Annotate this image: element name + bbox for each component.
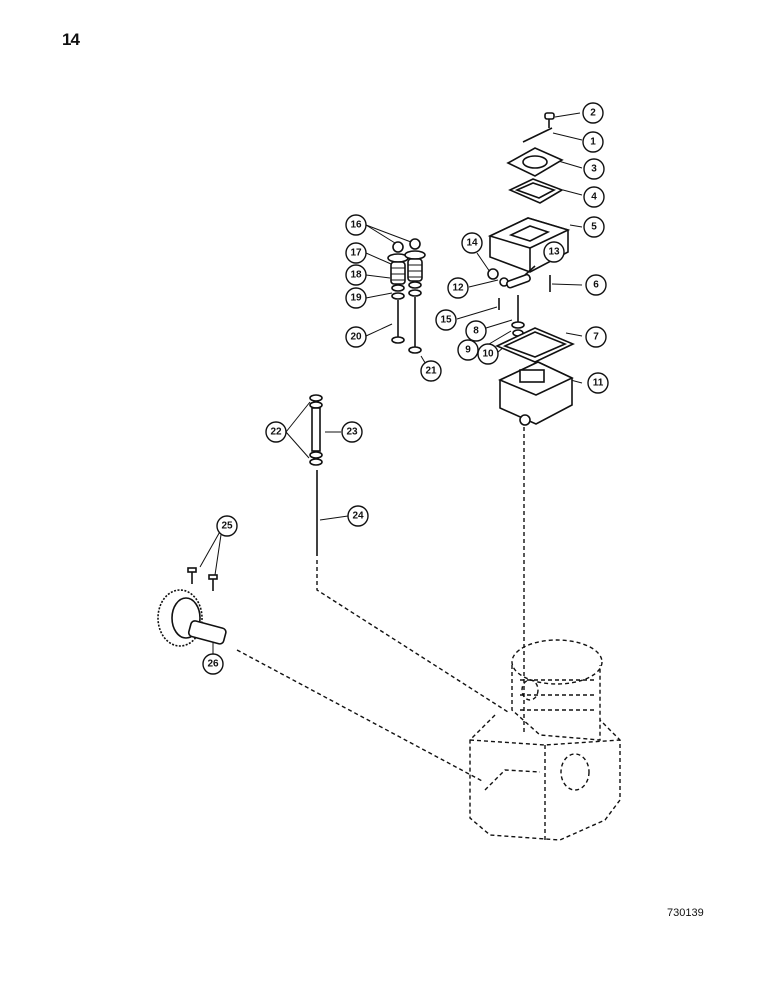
- callout-6: 6: [585, 274, 607, 296]
- callout-11: 11: [587, 372, 609, 394]
- bolt-left: [187, 567, 197, 584]
- callout-5: 5: [583, 216, 605, 238]
- rocker-part-12: [499, 273, 531, 289]
- page-number: 14: [62, 30, 80, 49]
- callout-23: 23: [341, 421, 363, 443]
- svg-text:7: 7: [593, 332, 599, 343]
- assembly-lines: [236, 420, 525, 783]
- svg-text:18: 18: [350, 270, 362, 281]
- svg-text:5: 5: [591, 222, 597, 233]
- nut-part-14: [487, 268, 499, 280]
- svg-text:22: 22: [270, 427, 282, 438]
- camshaft-gear-assembly: [157, 567, 227, 647]
- svg-text:6: 6: [593, 280, 599, 291]
- figure-id: 730139: [667, 907, 704, 919]
- svg-text:16: 16: [350, 220, 362, 231]
- svg-text:9: 9: [465, 345, 471, 356]
- svg-text:11: 11: [593, 378, 604, 389]
- callout-19: 19: [345, 287, 367, 309]
- callout-13: 13: [543, 241, 565, 263]
- callout-4: 4: [583, 186, 605, 208]
- svg-text:20: 20: [350, 332, 362, 343]
- valve-right: [404, 238, 426, 354]
- svg-text:24: 24: [352, 511, 364, 522]
- callouts: 2 1 3 4 5 13 14 6 12 15 8 7 9 10 11 16 1…: [202, 102, 609, 675]
- bolt-right: [208, 574, 218, 591]
- svg-text:3: 3: [591, 164, 597, 175]
- valve-left: [387, 241, 409, 344]
- callout-25: 25: [216, 515, 238, 537]
- callout-16: 16: [345, 214, 367, 236]
- head-cover-assembly: [487, 112, 575, 426]
- callout-7: 7: [585, 326, 607, 348]
- svg-text:13: 13: [548, 247, 560, 258]
- callout-10: 10: [477, 343, 499, 365]
- callout-1: 1: [582, 131, 604, 153]
- callout-9: 9: [457, 339, 479, 361]
- svg-text:25: 25: [221, 521, 233, 532]
- svg-text:2: 2: [590, 108, 596, 119]
- callout-24: 24: [347, 505, 369, 527]
- pin-part-1: [522, 127, 553, 143]
- callout-3: 3: [583, 158, 605, 180]
- svg-text:17: 17: [350, 248, 362, 259]
- svg-text:14: 14: [466, 238, 478, 249]
- svg-text:1: 1: [590, 137, 596, 148]
- engine-block-phantom: [469, 639, 621, 841]
- svg-text:10: 10: [482, 349, 494, 360]
- valve-assembly: [387, 238, 426, 354]
- plug-part-13: [524, 265, 536, 276]
- callout-8: 8: [465, 320, 487, 342]
- svg-text:26: 26: [207, 659, 219, 670]
- callout-17: 17: [345, 242, 367, 264]
- svg-text:23: 23: [346, 427, 358, 438]
- svg-text:19: 19: [350, 293, 362, 304]
- callout-22: 22: [265, 421, 287, 443]
- svg-text:21: 21: [425, 366, 437, 377]
- callout-18: 18: [345, 264, 367, 286]
- svg-text:12: 12: [452, 283, 464, 294]
- svg-text:4: 4: [591, 192, 597, 203]
- callout-2: 2: [582, 102, 604, 124]
- valve-housing-part-11: [498, 361, 574, 426]
- screw-part-2: [544, 112, 555, 128]
- svg-text:15: 15: [440, 315, 452, 326]
- callout-14: 14: [461, 232, 483, 254]
- callout-26: 26: [202, 653, 224, 675]
- stud-part-8: [511, 295, 525, 337]
- callout-21: 21: [420, 360, 442, 382]
- callout-20: 20: [345, 326, 367, 348]
- callout-15: 15: [435, 309, 457, 331]
- svg-text:8: 8: [473, 326, 479, 337]
- push-rod-assembly: [309, 394, 323, 556]
- callout-12: 12: [447, 277, 469, 299]
